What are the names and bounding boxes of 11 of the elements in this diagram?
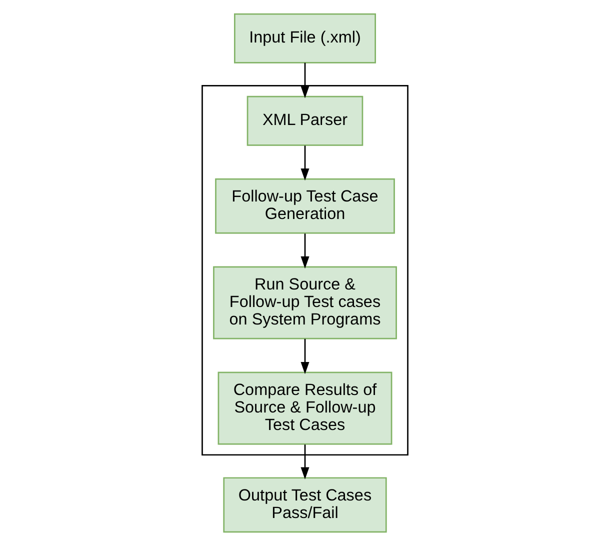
node-box: Run Source & Follow-up Test cases on System Programs — [213, 266, 397, 340]
arrow — [300, 146, 310, 181]
arrow — [300, 62, 310, 98]
node-box: XML Parser — [246, 96, 364, 146]
node-box: Compare Results of Source & Follow-up Test Cases — [218, 372, 392, 445]
arrow — [300, 234, 310, 269]
node-box: Follow-up Test Case Generation — [215, 178, 395, 234]
arrow — [300, 444, 310, 480]
node-box: Output Test Cases Pass/Fail — [223, 477, 387, 533]
node-box: Input File (.xml) — [234, 13, 376, 64]
arrow — [300, 338, 310, 374]
